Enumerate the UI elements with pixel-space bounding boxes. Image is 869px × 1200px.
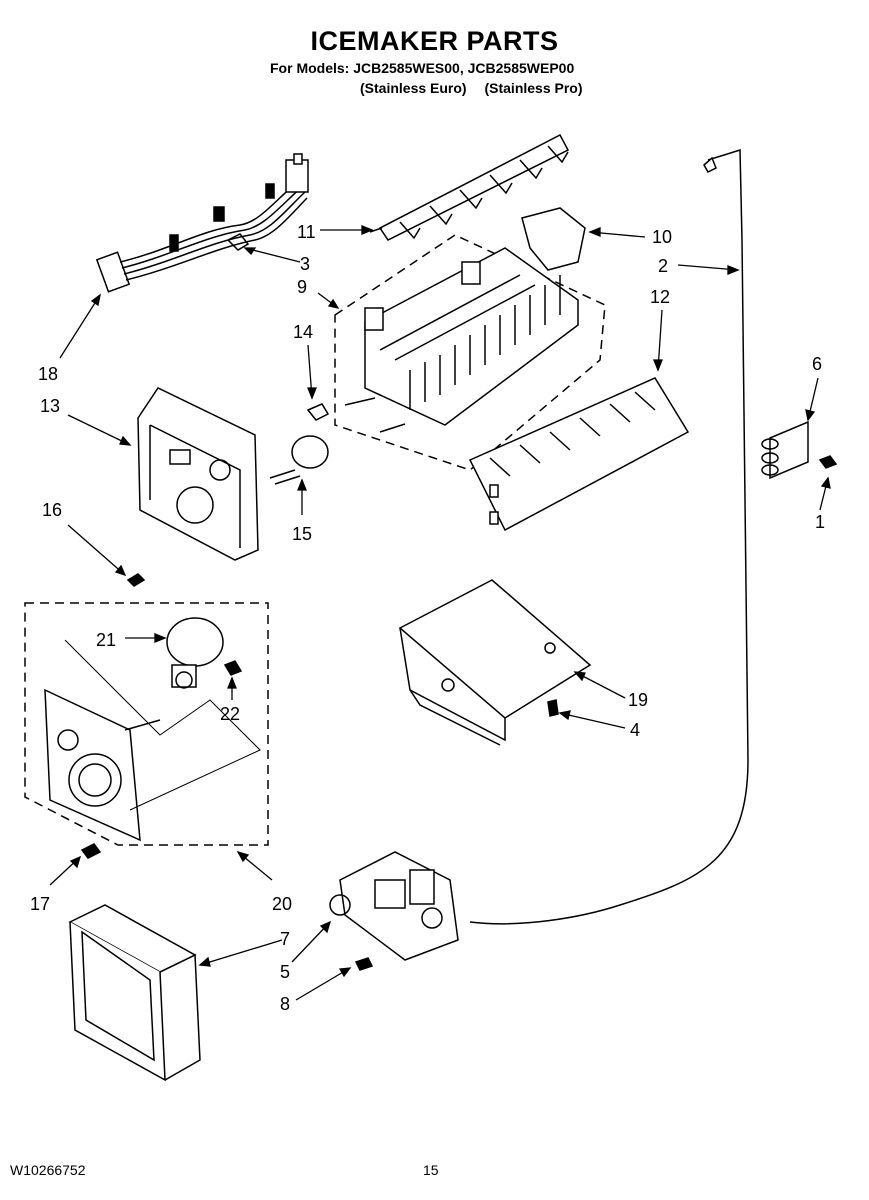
callout-9: 9 [297, 277, 307, 297]
ice-mold-part [344, 247, 579, 433]
control-module-part [44, 688, 161, 842]
variant-euro: (Stainless Euro) [360, 80, 467, 96]
screw-1-part [818, 455, 838, 469]
bracket-part [398, 579, 592, 746]
document-number: W10266752 [10, 1162, 86, 1178]
callout-4: 4 [630, 720, 640, 740]
callout-15: 15 [292, 524, 312, 544]
callout-2: 2 [658, 256, 668, 276]
callout-1: 1 [815, 512, 825, 532]
variant-pro: (Stainless Pro) [484, 80, 583, 96]
screw-4-part [547, 699, 559, 717]
motor-part [166, 617, 224, 689]
callout-18: 18 [38, 364, 58, 384]
model-variants: (Stainless Euro) (Stainless Pro) [360, 80, 597, 96]
thermostat-part [269, 435, 329, 485]
callout-13: 13 [40, 396, 60, 416]
control-housing-part [137, 387, 259, 561]
callout-16: 16 [42, 500, 62, 520]
valve-cover-part [68, 904, 201, 1082]
callout-11: 11 [297, 222, 316, 242]
callout-7: 7 [280, 929, 290, 949]
page-title: ICEMAKER PARTS [310, 26, 559, 56]
wire-harness-part [95, 153, 309, 293]
control-module-outline [24, 602, 269, 846]
callout-8: 8 [280, 994, 290, 1014]
callout-20: 20 [272, 894, 292, 914]
water-valve-part [329, 851, 459, 961]
callout-6: 6 [812, 354, 822, 374]
callout-19: 19 [628, 690, 648, 710]
callout-10: 10 [652, 227, 672, 247]
thermostat-clip-part [306, 403, 330, 421]
fill-cup-part [468, 377, 690, 532]
page-number: 15 [423, 1162, 439, 1178]
callout-12: 12 [650, 287, 670, 307]
callout-22: 22 [220, 704, 240, 724]
screw-8-part [354, 957, 374, 971]
callout-14: 14 [293, 322, 313, 342]
fill-tube-part [469, 148, 749, 925]
ejector-part [369, 133, 570, 241]
callout-17: 17 [30, 894, 50, 914]
callout-3: 3 [300, 254, 310, 274]
callout-5: 5 [280, 962, 290, 982]
screw-16-part [126, 573, 146, 587]
cover-part [521, 207, 586, 271]
callout-labels: 11 3 9 10 2 12 14 18 13 6 16 15 1 21 19 … [30, 222, 825, 1014]
callout-21: 21 [96, 630, 116, 650]
screw-22-part [223, 660, 243, 676]
tube-bracket-part [761, 420, 809, 480]
models-line: For Models: JCB2585WES00, JCB2585WEP00 [270, 60, 575, 76]
harness-clip-part [226, 233, 250, 251]
screw-17-part [80, 843, 102, 859]
mold-group-outline [334, 234, 606, 471]
